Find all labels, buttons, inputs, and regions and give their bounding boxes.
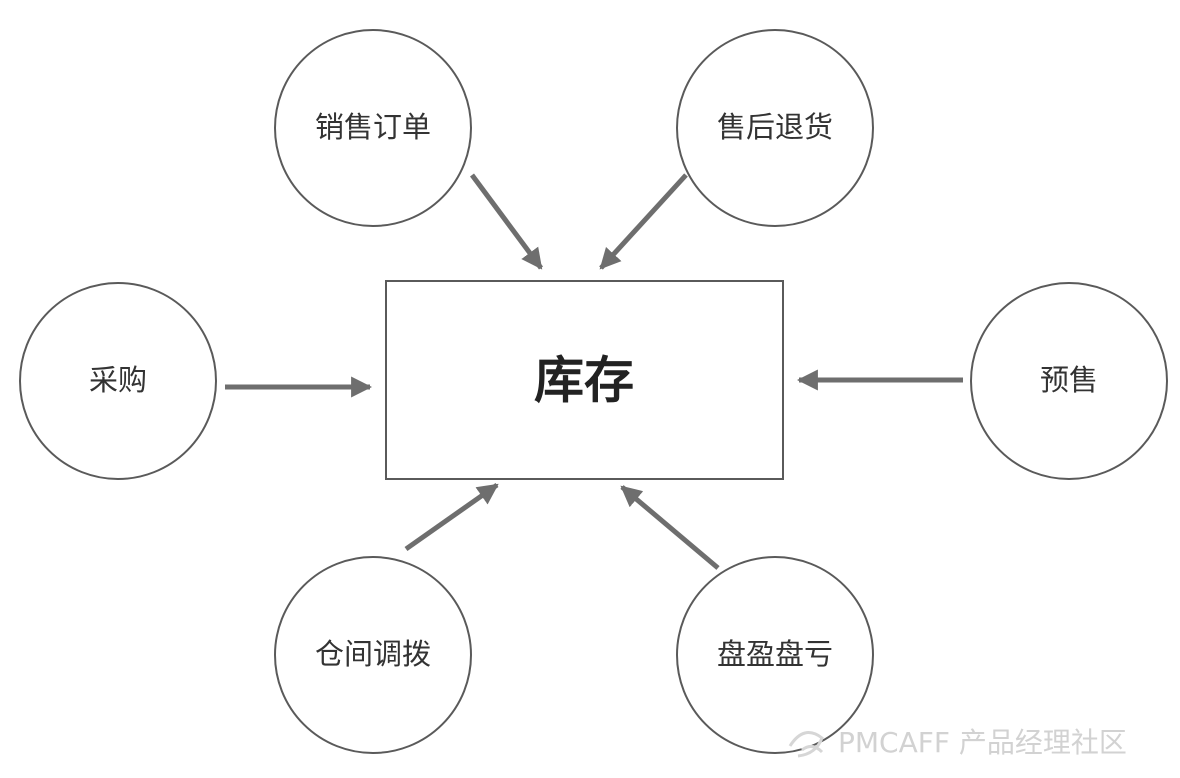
node-circle — [274, 556, 472, 754]
node-circle — [19, 282, 217, 480]
watermark-logo-icon — [788, 731, 824, 758]
node-label: 采购 — [89, 363, 147, 397]
node-label: 仓间调拨 — [315, 637, 431, 671]
arrow-after-sales-return-to-inventory — [599, 173, 688, 270]
center-box — [385, 280, 784, 480]
node-circle — [676, 29, 874, 227]
node-sales-order[interactable]: 销售订单 — [274, 29, 472, 227]
node-label: 预售 — [1040, 363, 1098, 397]
node-warehouse-transfer[interactable]: 仓间调拨 — [274, 556, 472, 754]
arrow-stocktake-gain-loss-to-inventory — [620, 485, 720, 570]
node-label: 盘盈盘亏 — [717, 637, 833, 671]
node-label: 销售订单 — [315, 110, 431, 144]
watermark-text: PMCAFF 产品经理社区 — [838, 726, 1127, 759]
node-circle — [274, 29, 472, 227]
arrows — [225, 173, 963, 570]
center-node-inventory[interactable]: 库存 — [385, 280, 784, 480]
node-circle — [676, 556, 874, 754]
center-label: 库存 — [534, 352, 634, 410]
watermark: PMCAFF 产品经理社区 — [788, 726, 1127, 759]
arrow-warehouse-transfer-to-inventory — [404, 482, 499, 552]
node-circle — [970, 282, 1168, 480]
node-stocktake-gain-loss[interactable]: 盘盈盘亏 — [676, 556, 874, 754]
node-presale[interactable]: 预售 — [970, 282, 1168, 480]
node-purchase[interactable]: 采购 — [19, 282, 217, 480]
node-after-sales-return[interactable]: 售后退货 — [676, 29, 874, 227]
node-label: 售后退货 — [717, 110, 833, 144]
arrow-sales-order-to-inventory — [469, 173, 544, 270]
